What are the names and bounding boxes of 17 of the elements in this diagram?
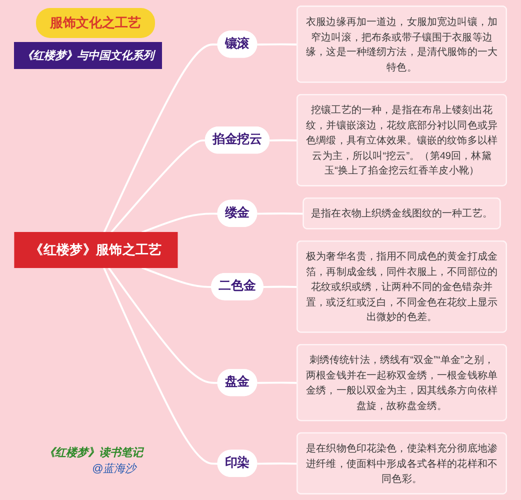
connector — [257, 462, 298, 465]
connector — [110, 139, 206, 233]
connector — [102, 267, 218, 465]
connector — [142, 212, 218, 234]
node-box: 《红楼梦》服饰之工艺 — [14, 232, 178, 268]
connector — [257, 382, 298, 384]
connector — [108, 267, 218, 384]
connector — [257, 212, 304, 215]
connector — [103, 44, 218, 233]
author-handle: @蓝海沙 — [92, 462, 136, 476]
note-text: 《红楼梦》读书笔记 — [44, 446, 143, 460]
series-banner: 《红楼梦》与中国文化系列 — [14, 42, 162, 69]
connector — [270, 139, 298, 142]
connector — [257, 43, 298, 46]
title-pill: 服饰文化之工艺 — [36, 8, 155, 38]
connector — [263, 286, 298, 288]
connector — [142, 266, 212, 288]
